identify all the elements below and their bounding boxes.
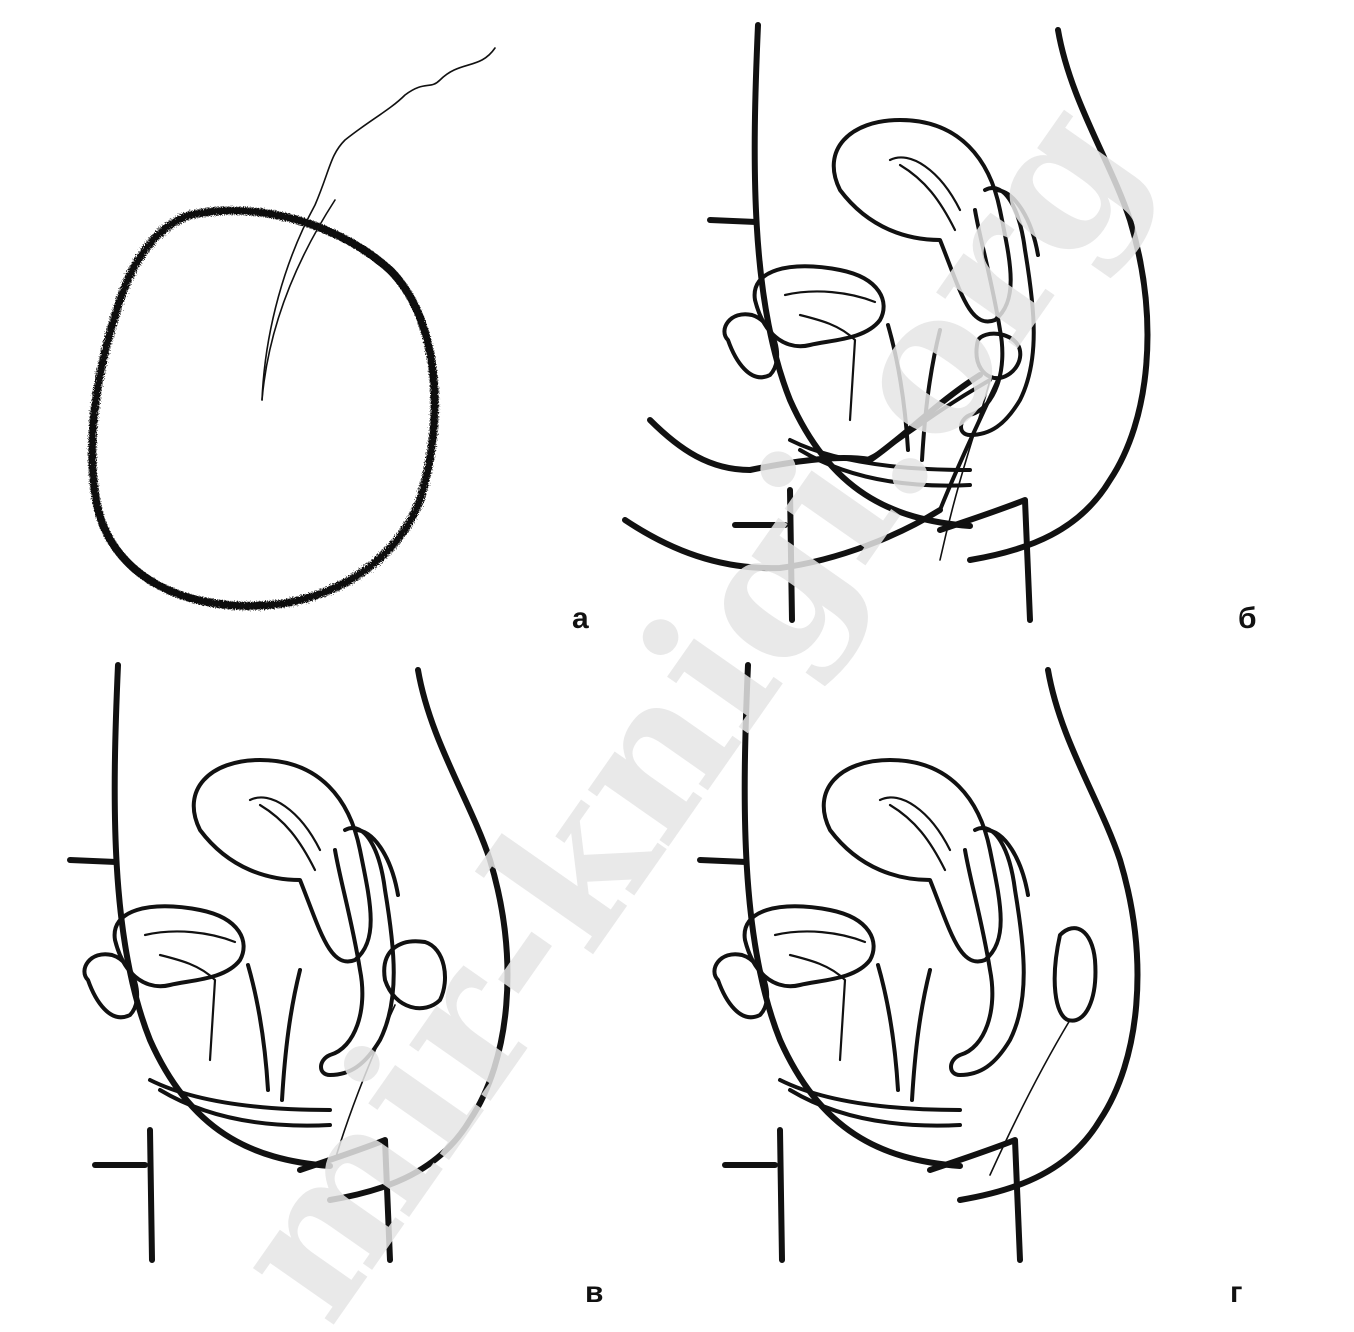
panel-label-g: г: [1230, 1276, 1243, 1309]
tampon-shape: [92, 211, 434, 606]
panel-label-b: б: [1238, 602, 1257, 635]
panel-label-a: а: [572, 602, 589, 635]
panel-a: а: [92, 48, 589, 635]
watermark: mir-knigi.org: [184, 61, 1184, 1332]
tampon-expanded: [1055, 928, 1096, 1021]
panel-label-v: в: [585, 1276, 603, 1309]
